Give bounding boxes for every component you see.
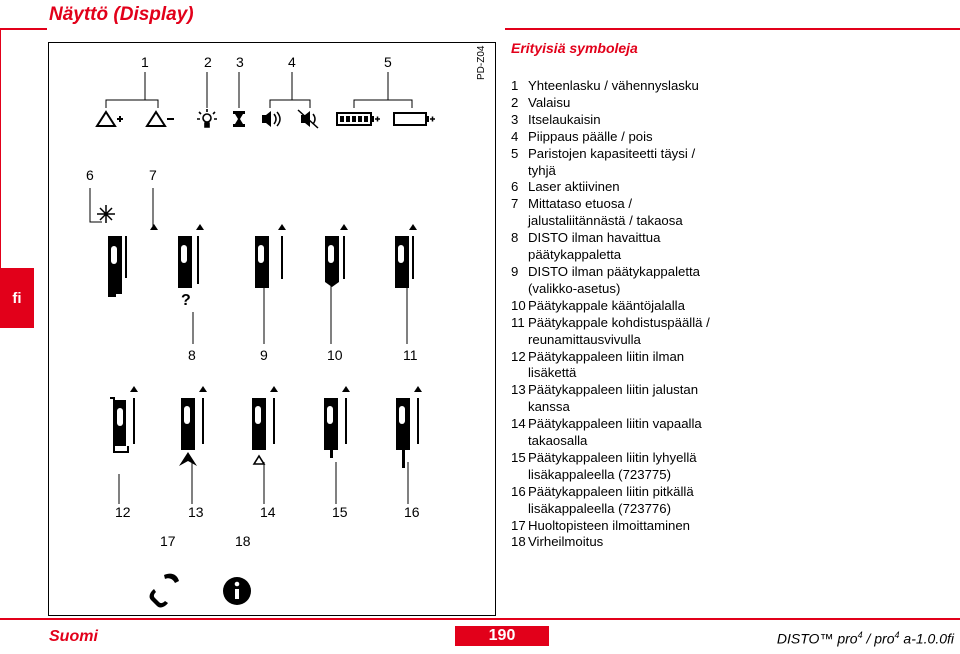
fig-num-1: 1 [141, 54, 149, 70]
legend-item-cont: päätykappaletta [528, 247, 622, 263]
device-connector-short-extension-icon [324, 386, 350, 458]
illumination-icon [197, 109, 217, 128]
fig-num-3: 3 [236, 54, 244, 70]
fig-num-9: 9 [260, 347, 268, 363]
legend-item-cont: jalustaliitännästä / takaosa [528, 213, 683, 229]
fig-num-18: 18 [235, 533, 251, 549]
device-pivot-endpiece-icon [325, 224, 348, 287]
header-rule-left [0, 28, 47, 30]
svg-text:?: ? [181, 292, 191, 309]
legend-item-cont: lisäkettä [528, 365, 577, 381]
fig-num-15: 15 [332, 504, 348, 520]
beep-off-icon [297, 109, 319, 129]
section-title: Erityisiä symboleja [511, 40, 638, 56]
legend-item-cont: tyhjä [528, 162, 556, 178]
footer-product: DISTO™ pro4 / pro4 a-1.0.0fi [776, 630, 954, 647]
page-number: 190 [455, 626, 549, 646]
fig-num-12: 12 [115, 504, 131, 520]
legend-item-cont: kanssa [528, 399, 570, 415]
error-info-icon [223, 577, 251, 605]
fig-num-14: 14 [260, 504, 276, 520]
device-alignment-endpiece-icon [395, 224, 417, 288]
legend-item-cont: (valikko-asetus) [528, 280, 621, 296]
service-phone-icon [149, 573, 179, 608]
fig-num-2: 2 [204, 54, 212, 70]
legend-item-cont: takaosalla [528, 433, 588, 449]
figure-code: PD-Z04 [476, 45, 487, 80]
legend-item-cont: lisäkappaleella (723776) [528, 500, 671, 516]
language-tab: fi [0, 268, 34, 328]
plus-minus-icon [95, 110, 174, 127]
legend-item-cont: reunamittausvivulla [528, 331, 641, 347]
device-reference-front-icon [108, 236, 127, 297]
battery-full-icon [336, 112, 380, 126]
beep-on-icon [262, 111, 281, 127]
display-symbols-figure: 1 2 3 4 5 6 7 8 9 10 11 12 13 14 15 16 1… [86, 54, 435, 608]
footer-language: Suomi [49, 628, 98, 645]
self-timer-icon [233, 111, 245, 127]
device-connector-no-accessory-icon [110, 386, 138, 453]
fig-num-7: 7 [149, 167, 157, 183]
fig-num-6: 6 [86, 167, 94, 183]
device-no-endpiece-icon: ? [178, 236, 199, 309]
side-rule-top [0, 28, 1, 268]
laser-active-icon [97, 205, 115, 223]
fig-num-8: 8 [188, 347, 196, 363]
fig-num-13: 13 [188, 504, 204, 520]
fig-num-11: 11 [403, 347, 418, 363]
fig-num-10: 10 [327, 347, 343, 363]
device-connector-free-rear-icon [252, 386, 278, 465]
fig-num-5: 5 [384, 54, 392, 70]
figure-frame [48, 42, 496, 616]
device-endpiece-menu-icon [255, 224, 286, 288]
device-connector-tripod-icon [179, 386, 207, 466]
fig-num-17: 17 [160, 533, 176, 549]
fig-num-4: 4 [288, 54, 296, 70]
legend-item-cont: lisäkappaleella (723775) [528, 466, 671, 482]
battery-empty-icon [393, 112, 435, 126]
footer-rule [0, 618, 960, 620]
fig-num-16: 16 [404, 504, 420, 520]
device-connector-long-extension-icon [396, 386, 422, 468]
header-rule-right [505, 28, 960, 30]
page-title: Näyttö (Display) [49, 4, 194, 25]
